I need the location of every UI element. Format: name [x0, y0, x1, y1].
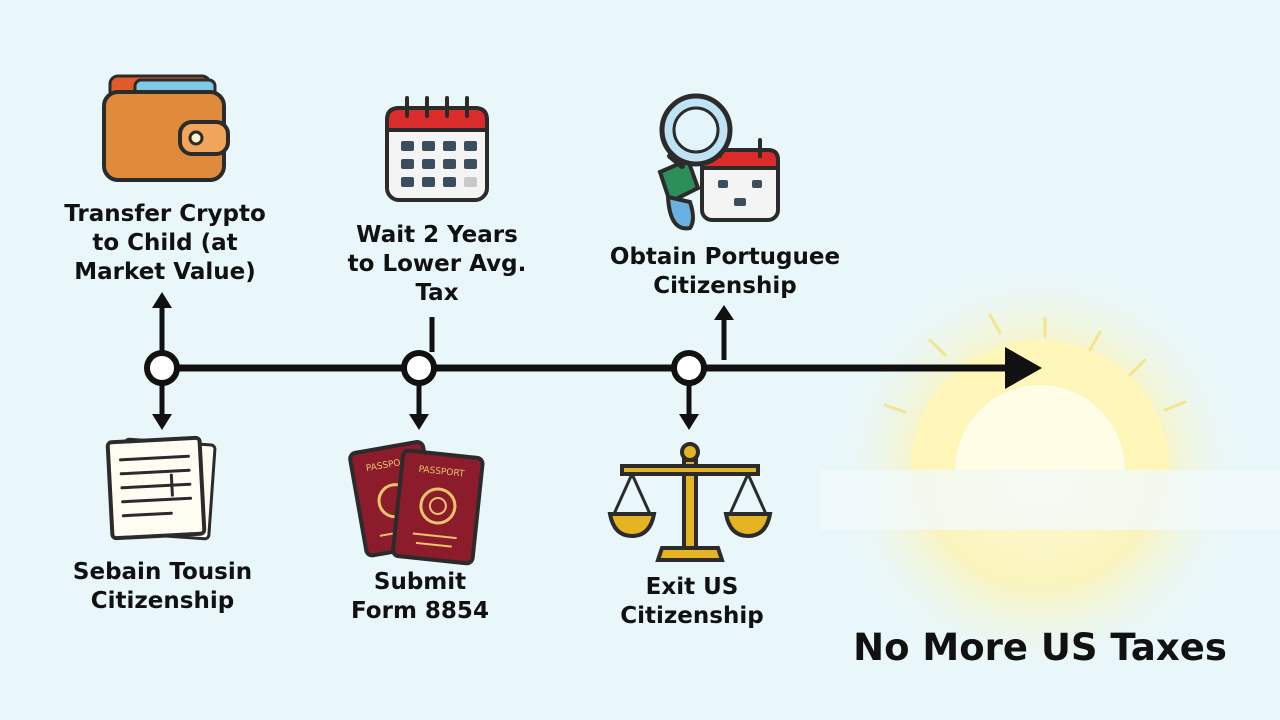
step-label-form: Submit Form 8854	[300, 568, 540, 626]
timeline-node-2	[401, 350, 437, 386]
step-label-sebain: Sebain Tousin Citizenship	[40, 558, 285, 616]
magnifier-calendar-icon	[657, 93, 780, 231]
passport-text-2: PASSPORT	[418, 465, 465, 480]
step-label-exit-line-1: Exit US	[645, 574, 739, 600]
step-label-transfer-line-1: Transfer Crypto	[64, 201, 266, 227]
step-label-form-line-2: Form 8854	[351, 598, 489, 624]
sunrise-icon	[820, 260, 1280, 680]
passports-icon: PASSPORT PASSPORT	[348, 440, 485, 566]
step-label-transfer: Transfer Crypto to Child (at Market Valu…	[40, 200, 290, 287]
documents-icon	[105, 435, 217, 541]
step-label-portuguese-line-2: Citizenship	[653, 273, 797, 299]
step-label-wait-line-2: to Lower Avg.	[347, 251, 527, 277]
step-label-sebain-line-1: Sebain Tousin	[72, 559, 253, 585]
step-label-portuguese-line-1: Obtain Portuguee	[609, 244, 841, 270]
final-label: No More US Taxes	[853, 626, 1227, 669]
step-label-transfer-line-3: Market Value)	[74, 259, 256, 285]
step-label-exit: Exit US Citizenship	[572, 573, 812, 631]
calendar-icon	[385, 96, 489, 202]
step-label-portuguese: Obtain Portuguee Citizenship	[595, 243, 855, 301]
connectors	[152, 292, 734, 430]
step-label-exit-line-2: Citizenship	[620, 603, 764, 629]
step-label-form-line-1: Submit	[373, 569, 467, 595]
step-label-wait-line-1: Wait 2 Years	[356, 222, 518, 248]
timeline-node-3	[671, 350, 707, 386]
wallet-icon	[102, 74, 230, 182]
timeline-node-1	[144, 350, 180, 386]
step-label-wait: Wait 2 Years to Lower Avg. Tax	[312, 221, 562, 308]
step-label-sebain-line-2: Citizenship	[90, 588, 235, 614]
step-label-transfer-line-2: to Child (at	[92, 230, 238, 256]
timeline-axis	[162, 347, 1042, 389]
step-label-wait-line-3: Tax	[415, 280, 459, 306]
scales-icon	[607, 442, 773, 562]
